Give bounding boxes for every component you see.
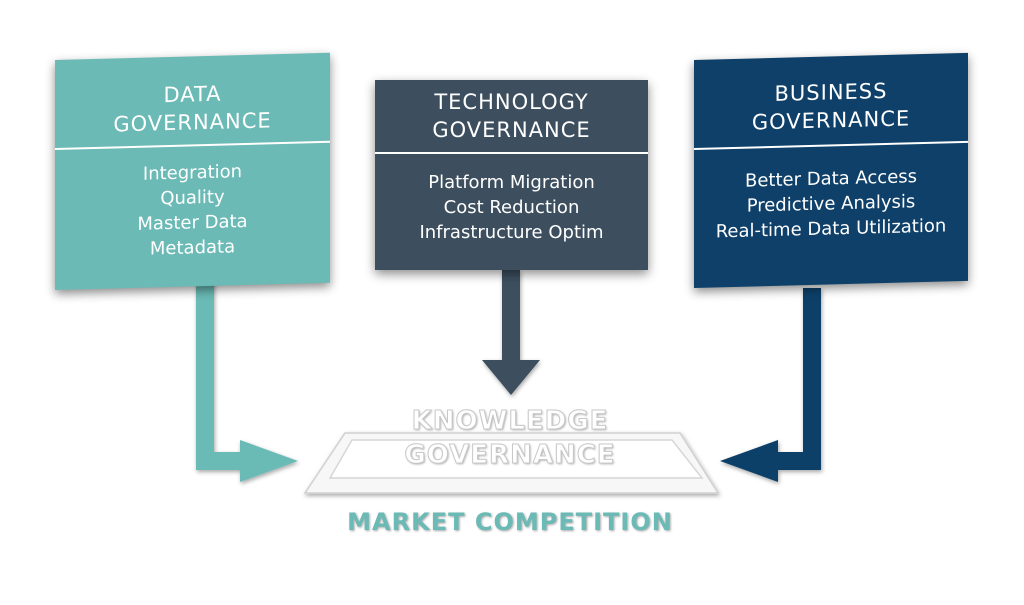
divider — [375, 152, 648, 154]
title-line: GOVERNANCE — [404, 440, 616, 471]
technology-governance-items: Platform Migration Cost Reduction Infras… — [375, 170, 648, 245]
title-line: GOVERNANCE — [751, 106, 911, 135]
business-governance-arrow — [720, 288, 821, 482]
data-governance-panel: DATA GOVERNANCE Integration Quality Mast… — [55, 52, 330, 290]
technology-governance-panel: TECHNOLOGY GOVERNANCE Platform Migration… — [375, 80, 648, 270]
data-governance-arrow — [196, 278, 298, 482]
knowledge-platform — [303, 432, 720, 494]
knowledge-governance-title: KNOWLEDGE GOVERNANCE — [380, 404, 640, 472]
data-governance-items: Integration Quality Master Data Metadata — [55, 157, 330, 264]
business-governance-panel: BUSINESS GOVERNANCE Better Data Access P… — [694, 52, 968, 288]
divider — [694, 140, 968, 150]
list-item: Platform Migration — [428, 172, 595, 193]
title-line: GOVERNANCE — [113, 108, 272, 137]
list-item: Cost Reduction — [443, 197, 580, 218]
title-line: KNOWLEDGE — [411, 406, 609, 437]
business-governance-title: BUSINESS GOVERNANCE — [694, 75, 968, 138]
title-line: TECHNOLOGY — [434, 90, 589, 114]
technology-governance-arrow — [482, 270, 540, 395]
market-competition-label: MARKET COMPETITION — [347, 508, 673, 536]
technology-governance-title: TECHNOLOGY GOVERNANCE — [375, 88, 648, 144]
list-item: Infrastructure Optim — [419, 222, 604, 243]
data-governance-title: DATA GOVERNANCE — [55, 77, 330, 140]
divider — [55, 140, 330, 150]
business-governance-items: Better Data Access Predictive Analysis R… — [694, 163, 968, 245]
title-line: GOVERNANCE — [432, 118, 591, 142]
